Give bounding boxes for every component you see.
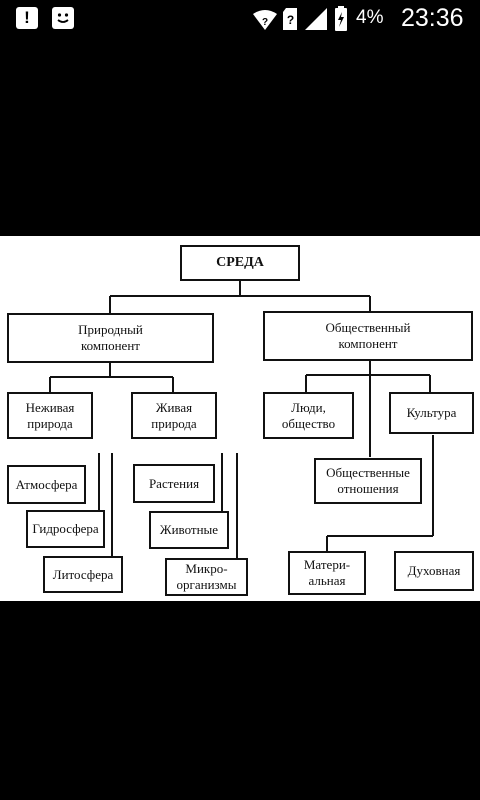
node-spiritual-culture: Духовная bbox=[394, 551, 474, 591]
status-bar: ! ? ? 4% 23:36 bbox=[0, 0, 480, 40]
node-plants: Растения bbox=[133, 464, 215, 503]
node-social-relations: Общественные отношения bbox=[314, 458, 422, 504]
svg-text:?: ? bbox=[262, 17, 268, 28]
node-animals: Животные bbox=[149, 511, 229, 549]
node-living-nature: Живая природа bbox=[131, 392, 217, 439]
node-material-culture: Матери- альная bbox=[288, 551, 366, 595]
node-social-component: Общественный компонент bbox=[263, 311, 473, 361]
clock: 23:36 bbox=[401, 4, 464, 32]
battery-percent: 4% bbox=[356, 7, 384, 28]
sim-icon: ? bbox=[282, 7, 298, 36]
diagram-image: СРЕДА Природный компонент Общественный к… bbox=[0, 236, 480, 601]
battery-icon bbox=[334, 6, 348, 37]
wifi-icon: ? bbox=[252, 9, 278, 36]
node-culture: Культура bbox=[389, 392, 474, 434]
node-environment: СРЕДА bbox=[180, 245, 300, 281]
smiley-icon bbox=[52, 7, 74, 34]
node-nonliving-nature: Неживая природа bbox=[7, 392, 93, 439]
node-microorganisms: Микро- организмы bbox=[165, 558, 248, 596]
node-lithosphere: Литосфера bbox=[43, 556, 123, 593]
diagram-connectors bbox=[49, 280, 434, 567]
node-hydrosphere: Гидросфера bbox=[26, 510, 105, 548]
node-atmosphere: Атмосфера bbox=[7, 465, 86, 504]
alert-icon: ! bbox=[16, 7, 38, 29]
node-people-society: Люди, общество bbox=[263, 392, 354, 439]
signal-icon bbox=[304, 7, 328, 36]
svg-text:?: ? bbox=[287, 13, 294, 27]
node-natural-component: Природный компонент bbox=[7, 313, 214, 363]
